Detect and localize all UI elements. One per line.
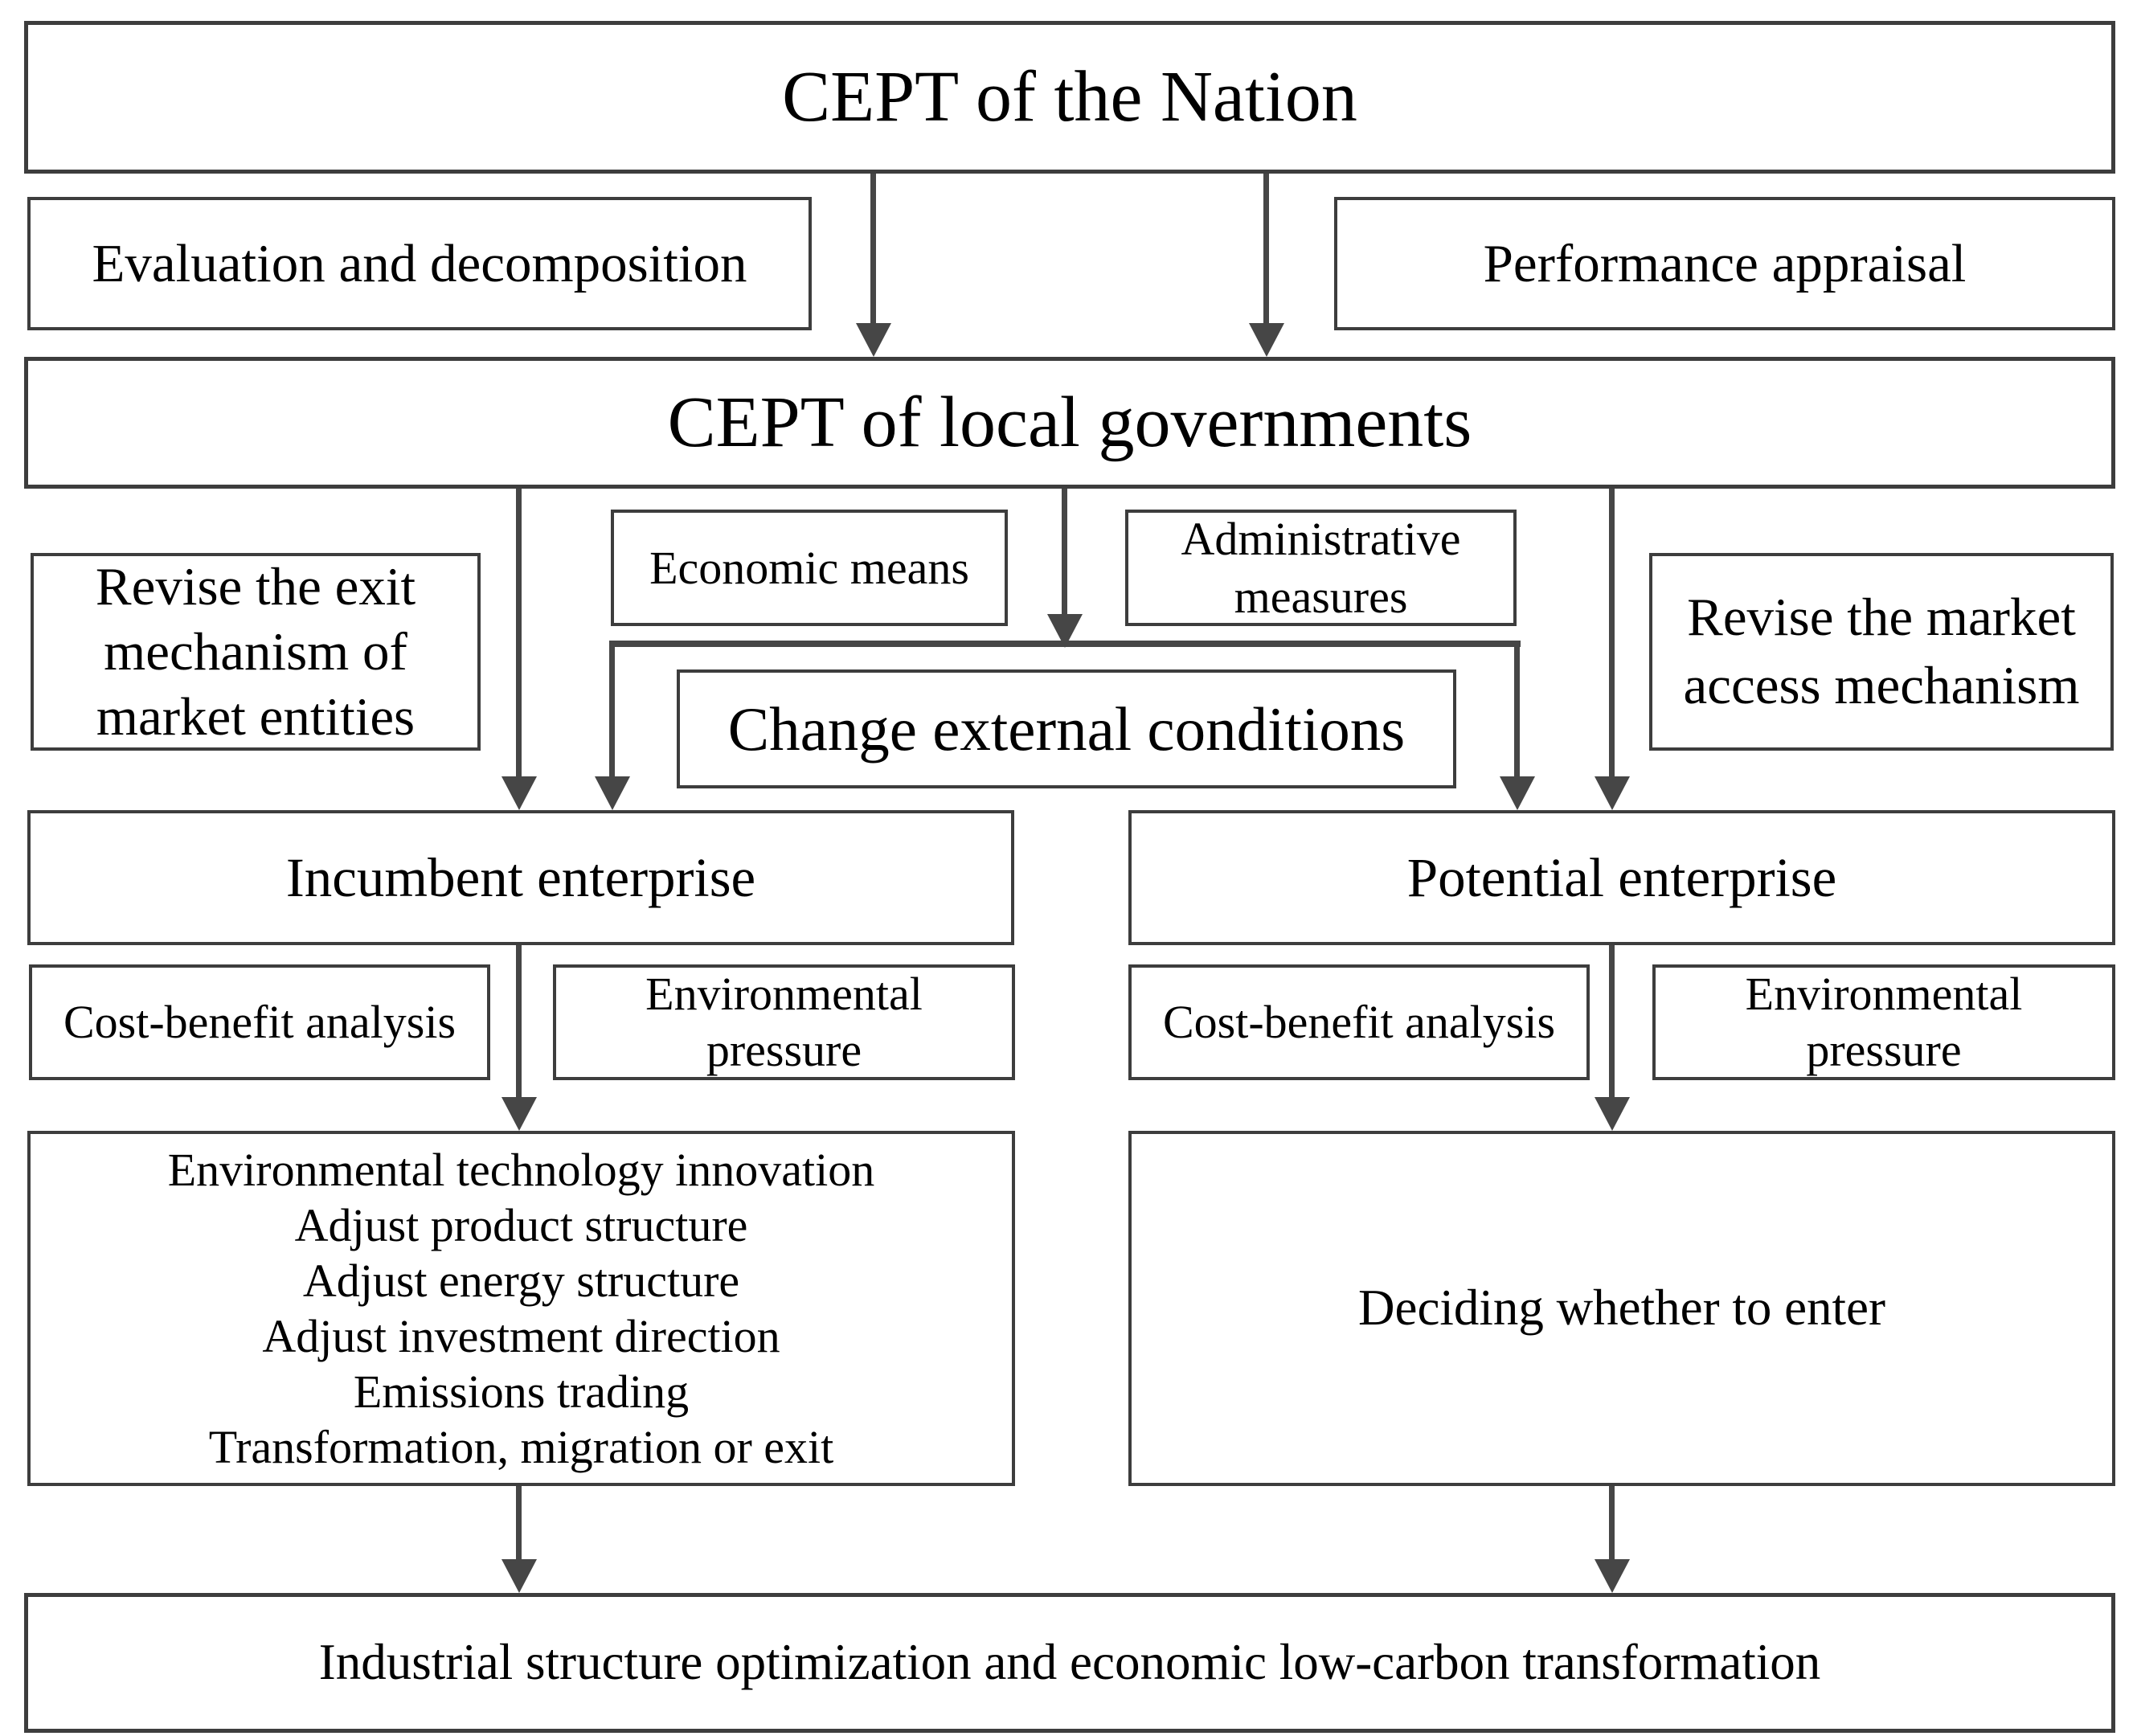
arrow-head-icon (1595, 1559, 1630, 1593)
node-outcome-transformation: Industrial structure optimization and ec… (24, 1593, 2115, 1733)
node-deciding-whether-to-enter: Deciding whether to enter (1128, 1131, 2115, 1486)
node-revise-market-access-line: access mechanism (1683, 656, 2080, 715)
node-potential-cost-benefit-label: Cost-benefit analysis (1162, 996, 1556, 1049)
node-revise-exit-line: market entities (96, 686, 416, 747)
node-cept-nation: CEPT of the Nation (24, 21, 2115, 174)
node-revise-exit-line: mechanism of (104, 621, 407, 682)
node-performance-appraisal-label: Performance appraisal (1483, 233, 1967, 293)
arrow-local-to-conditions (1047, 489, 1083, 648)
arrow-conditions-to-potential (1500, 641, 1535, 810)
node-deciding-whether-to-enter-label: Deciding whether to enter (1358, 1279, 1885, 1337)
arrow-nation-to-local-right (1249, 174, 1284, 357)
node-incumbent-enterprise-label: Incumbent enterprise (285, 846, 756, 908)
arrow-shaft (516, 1486, 522, 1564)
arrow-shaft (1062, 489, 1067, 619)
arrow-head-icon (1595, 1097, 1630, 1131)
node-incumbent-actions-line: Adjust investment direction (262, 1310, 780, 1362)
connector-conditions-branch (609, 641, 1521, 647)
arrow-head-icon (856, 323, 891, 357)
arrow-conditions-to-incumbent (595, 641, 630, 810)
arrow-shaft (1609, 1486, 1615, 1564)
arrow-shaft (870, 174, 876, 328)
node-administrative-measures: Administrative measures (1125, 510, 1517, 626)
node-evaluation-decomposition: Evaluation and decomposition (27, 197, 812, 330)
arrow-actions-to-outcome (501, 1486, 537, 1593)
node-incumbent-actions-line: Adjust product structure (294, 1199, 748, 1251)
node-revise-exit-mechanism: Revise the exit mechanism of market enti… (31, 553, 481, 751)
node-administrative-measures-line: Administrative (1181, 512, 1461, 565)
node-potential-cost-benefit: Cost-benefit analysis (1128, 964, 1590, 1080)
arrow-shaft (1263, 174, 1269, 328)
arrow-shaft (609, 641, 615, 781)
arrow-shaft (516, 489, 522, 781)
node-incumbent-enterprise: Incumbent enterprise (27, 810, 1014, 945)
arrow-nation-to-local-left (856, 174, 891, 357)
arrow-head-icon (1500, 776, 1535, 810)
node-incumbent-environmental-pressure: Environmental pressure (553, 964, 1015, 1080)
node-potential-enterprise-label: Potential enterprise (1406, 846, 1837, 908)
node-potential-environmental-pressure: Environmental pressure (1652, 964, 2115, 1080)
node-incumbent-cost-benefit-label: Cost-benefit analysis (63, 996, 456, 1049)
node-cept-nation-label: CEPT of the Nation (782, 57, 1357, 137)
node-potential-environmental-pressure-line: pressure (1806, 1024, 1962, 1076)
node-cept-local-governments: CEPT of local governments (24, 357, 2115, 489)
arrow-shaft (1609, 945, 1615, 1102)
node-evaluation-decomposition-label: Evaluation and decomposition (92, 233, 747, 293)
node-incumbent-cost-benefit: Cost-benefit analysis (29, 964, 490, 1080)
node-economic-means-label: Economic means (649, 541, 969, 594)
arrow-shaft (1514, 641, 1520, 781)
node-incumbent-environmental-pressure-line: Environmental (645, 968, 923, 1020)
node-cept-local-governments-label: CEPT of local governments (667, 383, 1472, 462)
arrow-head-icon (501, 776, 537, 810)
node-potential-enterprise: Potential enterprise (1128, 810, 2115, 945)
arrow-deciding-to-outcome (1595, 1486, 1630, 1593)
arrow-shaft (516, 945, 522, 1102)
arrow-head-icon (501, 1097, 537, 1131)
arrow-head-icon (595, 776, 630, 810)
node-revise-market-access-line: Revise the market (1687, 588, 2076, 647)
arrow-local-to-potential (1595, 489, 1630, 810)
node-change-external-conditions: Change external conditions (677, 669, 1456, 788)
arrow-head-icon (501, 1559, 537, 1593)
arrow-head-icon (1595, 776, 1630, 810)
node-outcome-transformation-label: Industrial structure optimization and ec… (318, 1634, 1821, 1691)
node-change-external-conditions-label: Change external conditions (727, 694, 1406, 764)
node-incumbent-actions-line: Adjust energy structure (302, 1255, 740, 1307)
node-revise-exit-line: Revise the exit (95, 556, 416, 616)
arrow-local-to-incumbent (501, 489, 537, 810)
node-incumbent-actions: Environmental technology innovation Adju… (27, 1131, 1015, 1486)
node-potential-environmental-pressure-line: Environmental (1745, 968, 2023, 1020)
node-revise-market-access: Revise the market access mechanism (1649, 553, 2114, 751)
node-incumbent-environmental-pressure-line: pressure (706, 1024, 862, 1076)
node-performance-appraisal: Performance appraisal (1334, 197, 2115, 330)
arrow-head-icon (1249, 323, 1284, 357)
arrow-potential-to-deciding (1595, 945, 1630, 1131)
node-economic-means: Economic means (611, 510, 1008, 626)
arrow-incumbent-to-actions (501, 945, 537, 1131)
node-incumbent-actions-line: Transformation, migration or exit (208, 1421, 834, 1473)
node-incumbent-actions-line: Emissions trading (353, 1365, 690, 1418)
node-incumbent-actions-line: Environmental technology innovation (167, 1144, 875, 1196)
node-administrative-measures-line: measures (1234, 570, 1408, 623)
arrow-shaft (1609, 489, 1615, 781)
